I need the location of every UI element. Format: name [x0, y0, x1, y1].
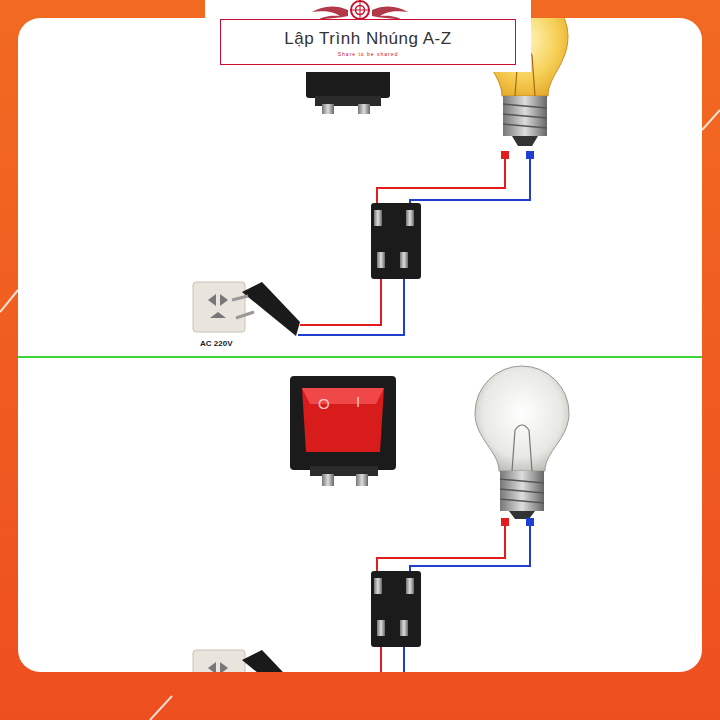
terminal-blue: [526, 151, 534, 159]
switch-off-mark: O: [318, 396, 330, 411]
rocker-switch: [290, 376, 396, 486]
switch-on-mark: I: [356, 394, 360, 409]
voltage-label: AC 220V: [200, 340, 232, 348]
unlit-bulb: [475, 366, 569, 519]
wall-socket: [193, 282, 245, 332]
divider-line: [18, 356, 702, 358]
switch-back: [371, 203, 421, 279]
plug: [242, 650, 300, 672]
wall-socket: [193, 650, 245, 672]
switch-back: [371, 571, 421, 647]
white-panel: [18, 18, 702, 672]
terminal-red: [501, 518, 509, 526]
watermark-banner: Lập Trình Nhúng A-Z Share to be shared: [220, 19, 516, 65]
banner-title: Lập Trình Nhúng A-Z: [284, 30, 451, 49]
terminal-red: [501, 151, 509, 159]
banner-tagline: Share to be shared: [338, 52, 399, 58]
banner-logo: [312, 0, 408, 20]
wires-top: [298, 159, 530, 335]
wiring-pictures: [18, 18, 702, 672]
terminal-blue: [526, 518, 534, 526]
banner-ground: [205, 0, 531, 72]
plug: [232, 282, 300, 336]
